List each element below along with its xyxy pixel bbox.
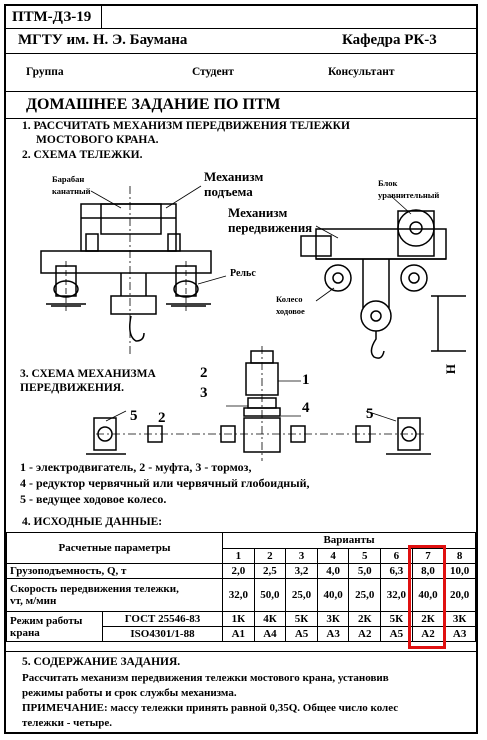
doc-code: ПТМ-ДЗ-19 bbox=[12, 9, 92, 25]
callout-5-right: 5 bbox=[366, 406, 374, 422]
iso-value: А2 bbox=[348, 626, 382, 642]
capacity-label: Грузоподъемность, Q, т bbox=[5, 563, 224, 579]
iso-value: А4 bbox=[253, 626, 287, 642]
assignment-title: ДОМАШНЕЕ ЗАДАНИЕ ПО ПТМ bbox=[26, 96, 281, 113]
group-label: Группа bbox=[26, 66, 64, 78]
capacity-value: 5,0 bbox=[348, 563, 382, 579]
consultant-label: Консультант bbox=[328, 66, 395, 78]
department-name: Кафедра РК-3 bbox=[342, 32, 437, 48]
section5-text-2: режимы работы и срок службы механизма. bbox=[22, 687, 237, 699]
wheel-label-1: Колесо bbox=[276, 294, 303, 304]
capacity-value: 4,0 bbox=[316, 563, 350, 579]
section5-heading: 5. СОДЕРЖАНИЕ ЗАДАНИЯ. bbox=[22, 656, 181, 668]
section3-heading-2: ПЕРЕДВИЖЕНИЯ. bbox=[20, 382, 124, 394]
source-data-table: Расчетные параметры Варианты 1 2 3 4 5 6… bbox=[5, 532, 476, 642]
drum-label-2: канатный bbox=[52, 186, 91, 196]
callout-2: 2 bbox=[200, 365, 208, 381]
rail-label: Рельс bbox=[230, 268, 256, 279]
section5-divider bbox=[6, 651, 476, 652]
speed-value: 25,0 bbox=[348, 578, 382, 612]
callout-1: 1 bbox=[302, 372, 310, 388]
callout-5-left: 5 bbox=[130, 408, 138, 424]
variants-header: Варианты bbox=[222, 532, 476, 549]
section5-text-1: Рассчитать механизм передвижения тележки… bbox=[22, 672, 389, 684]
header-divider bbox=[101, 6, 102, 28]
block-label-2: уравнительный bbox=[378, 190, 440, 200]
iso-value: А5 bbox=[285, 626, 318, 642]
callout-3: 3 bbox=[200, 385, 208, 401]
callout-4: 4 bbox=[302, 400, 310, 416]
speed-value: 25,0 bbox=[285, 578, 318, 612]
legend-line3: 5 - ведущее ходовое колесо. bbox=[20, 492, 167, 506]
variant-5: 5 bbox=[348, 547, 382, 564]
assignment-sheet: ПТМ-ДЗ-19 МГТУ им. Н. Э. Баумана Кафедра… bbox=[4, 4, 478, 734]
selected-variant-highlight bbox=[408, 545, 446, 649]
header-code-row: ПТМ-ДЗ-19 bbox=[6, 6, 476, 29]
legend-line1: 1 - электродвигатель, 2 - муфта, 3 - тор… bbox=[20, 460, 252, 474]
speed-value: 40,0 bbox=[316, 578, 350, 612]
capacity-value: 2,5 bbox=[253, 563, 287, 579]
speed-label: Скорость передвижения тележки, vт, м/мин bbox=[5, 578, 224, 612]
drive-schematic bbox=[86, 346, 431, 461]
section5-note-2: тележки - четыре. bbox=[22, 717, 112, 729]
iso-label: ISO4301/1-88 bbox=[101, 626, 224, 642]
variant-2: 2 bbox=[253, 547, 287, 564]
gost-label: ГОСТ 25546-83 bbox=[101, 611, 224, 627]
mode-label-1: Режим работы bbox=[10, 614, 83, 627]
lift-mechanism-label-1: Механизм bbox=[204, 169, 264, 184]
header-fields-row: Группа Студент Консультант bbox=[6, 53, 476, 92]
capacity-value: 2,0 bbox=[222, 563, 255, 579]
speed-label-2: vт, м/мин bbox=[10, 595, 57, 607]
university-name: МГТУ им. Н. Э. Баумана bbox=[18, 32, 188, 48]
block-label-1: Блок bbox=[378, 178, 398, 188]
callout-2-left: 2 bbox=[158, 410, 166, 426]
variant-8: 8 bbox=[443, 547, 476, 564]
iso-value: А1 bbox=[222, 626, 255, 642]
legend-line2: 4 - редуктор червячный или червячный гло… bbox=[20, 476, 310, 490]
gost-value: 2К bbox=[348, 611, 382, 627]
title-row: ДОМАШНЕЕ ЗАДАНИЕ ПО ПТМ bbox=[6, 91, 476, 119]
trolley-schematic bbox=[40, 185, 466, 359]
speed-value: 50,0 bbox=[253, 578, 287, 612]
wheel-label-2: ходовое bbox=[276, 306, 305, 316]
speed-value: 32,0 bbox=[222, 578, 255, 612]
speed-label-1: Скорость передвижения тележки, bbox=[10, 583, 179, 595]
section3-heading-1: 3. СХЕМА МЕХАНИЗМА bbox=[20, 368, 156, 380]
travel-mechanism-label-2: передвижения bbox=[228, 220, 313, 235]
gost-value: 3К bbox=[443, 611, 476, 627]
lift-mechanism-label-2: подъема bbox=[204, 184, 253, 199]
capacity-value: 3,2 bbox=[285, 563, 318, 579]
mode-label-2: крана bbox=[10, 626, 40, 639]
capacity-value: 6,3 bbox=[380, 563, 413, 579]
iso-value: А2 bbox=[411, 626, 445, 642]
iso-value: А3 bbox=[316, 626, 350, 642]
gost-value: 5К bbox=[285, 611, 318, 627]
params-header: Расчетные параметры bbox=[5, 532, 224, 564]
variant-3: 3 bbox=[285, 547, 318, 564]
iso-value: А3 bbox=[443, 626, 476, 642]
variant-4: 4 bbox=[316, 547, 350, 564]
mode-label: Режим работы крана bbox=[6, 611, 103, 642]
travel-mechanism-label-1: Механизм bbox=[228, 205, 288, 220]
section1-line2: МОСТОВОГО КРАНА. bbox=[36, 134, 159, 146]
iso-value: А5 bbox=[380, 626, 413, 642]
gost-value: 4К bbox=[253, 611, 287, 627]
gost-value: 3К bbox=[316, 611, 350, 627]
drum-label-1: Барабан bbox=[52, 174, 85, 184]
variant-1: 1 bbox=[222, 547, 255, 564]
capacity-value: 10,0 bbox=[443, 563, 476, 579]
header-org-row: МГТУ им. Н. Э. Баумана Кафедра РК-3 bbox=[6, 28, 476, 54]
section1-line1: 1. РАССЧИТАТЬ МЕХАНИЗМ ПЕРЕДВИЖЕНИЯ ТЕЛЕ… bbox=[22, 120, 350, 132]
speed-value: 20,0 bbox=[443, 578, 476, 612]
section2-heading: 2. СХЕМА ТЕЛЕЖКИ. bbox=[22, 149, 143, 161]
student-label: Студент bbox=[192, 66, 234, 78]
section4-heading: 4. ИСХОДНЫЕ ДАННЫЕ: bbox=[22, 516, 163, 528]
section5-note-1: ПРИМЕЧАНИЕ: массу тележки принять равной… bbox=[22, 702, 399, 714]
gost-value: 1К bbox=[222, 611, 255, 627]
